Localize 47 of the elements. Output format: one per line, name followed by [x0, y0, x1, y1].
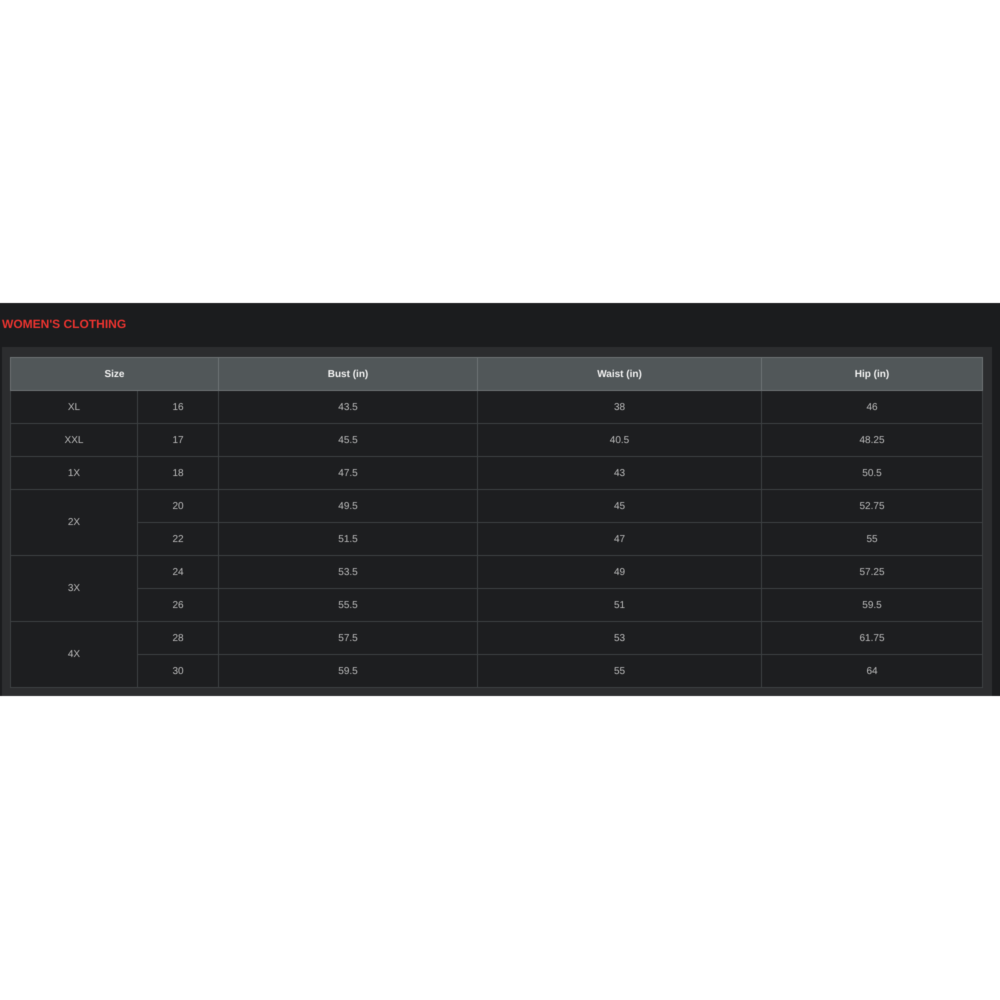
table-cell: 51 — [478, 588, 762, 622]
table-cell: 43 — [478, 456, 762, 490]
table-cell: 59.5 — [762, 588, 982, 622]
table-cell: 1X — [10, 456, 138, 490]
title: WOMEN'S CLOTHING — [2, 317, 126, 331]
table-cell: 53 — [478, 622, 762, 654]
table-cell: 57.25 — [762, 556, 982, 588]
table-cell: 61.75 — [762, 622, 982, 654]
table-cell: 20 — [138, 490, 218, 522]
table-cell: 48.25 — [762, 424, 982, 456]
table-cell: XL — [10, 390, 138, 424]
table-cell: 26 — [138, 588, 218, 622]
table-cell: 45.5 — [218, 424, 478, 456]
table-cell: 52.75 — [762, 490, 982, 522]
table-cell: 55 — [762, 522, 982, 556]
table-cell: 43.5 — [218, 390, 478, 424]
table-cell: 51.5 — [218, 522, 478, 556]
table-header-cell: Size — [10, 358, 218, 390]
table-cell: 28 — [138, 622, 218, 654]
table-cell: 40.5 — [478, 424, 762, 456]
table-cell: 59.5 — [218, 654, 478, 688]
table-cell: 55 — [478, 654, 762, 688]
table-cell: 47.5 — [218, 456, 478, 490]
table-cell: 45 — [478, 490, 762, 522]
table-cell: 38 — [478, 390, 762, 424]
table-cell: 18 — [138, 456, 218, 490]
table-cell: 24 — [138, 556, 218, 588]
table-header-cell: Hip (in) — [762, 358, 982, 390]
table-cell: 2X — [10, 490, 138, 556]
table-cell: 47 — [478, 522, 762, 556]
table-cell: 46 — [762, 390, 982, 424]
table-cell: 17 — [138, 424, 218, 456]
table-cell: XXL — [10, 424, 138, 456]
table-cell: 22 — [138, 522, 218, 556]
table-cell: 16 — [138, 390, 218, 424]
table-cell: 57.5 — [218, 622, 478, 654]
table-header-cell: Bust (in) — [218, 358, 478, 390]
table-cell: 49 — [478, 556, 762, 588]
table-cell: 50.5 — [762, 456, 982, 490]
table-cell: 55.5 — [218, 588, 478, 622]
table-cell: 49.5 — [218, 490, 478, 522]
table-cell: 53.5 — [218, 556, 478, 588]
table-cell: 3X — [10, 556, 138, 622]
table-cell: 64 — [762, 654, 982, 688]
table-cell: 4X — [10, 622, 138, 688]
table-cell: 30 — [138, 654, 218, 688]
table-header-cell: Waist (in) — [478, 358, 762, 390]
